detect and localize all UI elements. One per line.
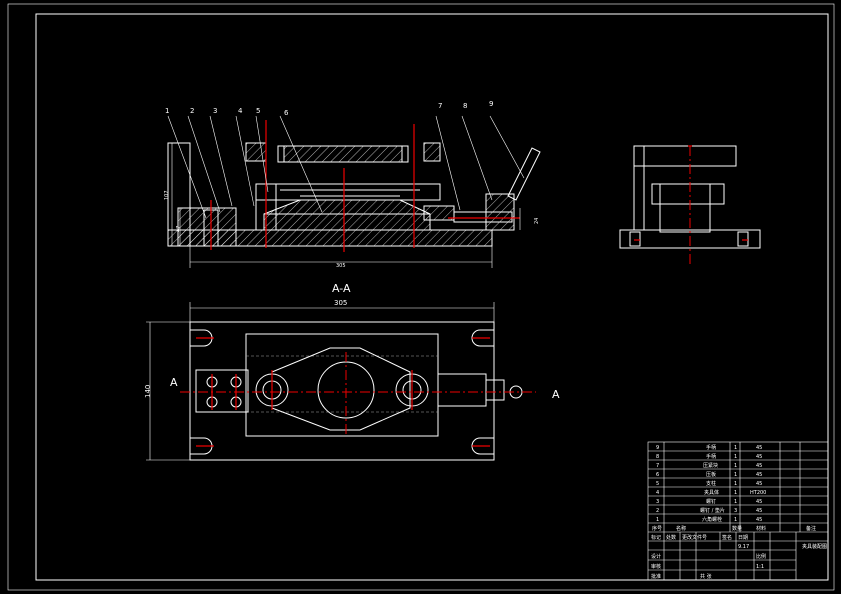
part-label: 5 — [256, 107, 260, 115]
svg-text:六角螺栓: 六角螺栓 — [702, 516, 722, 523]
section-marker-left: A — [170, 376, 178, 389]
dim-front-width: 305 — [336, 263, 346, 269]
section-marker-right: A — [552, 388, 560, 401]
inner-border — [35, 13, 829, 581]
svg-text:审核: 审核 — [651, 563, 661, 570]
bom-header: 序号 名称 数量 材料 备注 — [652, 525, 816, 532]
bom-row: 7 压紧块 1 45 — [656, 462, 762, 469]
svg-text:1: 1 — [656, 517, 659, 523]
front-section-view — [167, 115, 541, 268]
title-block-text: 标记 处数 更改文件号 签名 日期 9.17 设计 审核 批准 比例 1:1 共… — [651, 534, 827, 580]
svg-text:螺钉: 螺钉 — [706, 498, 716, 505]
bom-row: 5 支柱 1 45 — [656, 480, 762, 487]
bom-row: 9 手柄 1 45 — [656, 444, 762, 451]
svg-text:压紧块: 压紧块 — [703, 462, 718, 469]
svg-text:45: 45 — [756, 463, 762, 469]
svg-text:5: 5 — [656, 481, 659, 487]
svg-text:3: 3 — [734, 508, 737, 514]
dim-front-height: 107 — [164, 190, 170, 200]
outer-border — [7, 3, 835, 591]
part-label: 8 — [463, 102, 467, 110]
bom-row: 2 螺钉 / 垫片 3 45 — [656, 507, 762, 514]
svg-text:1: 1 — [734, 490, 737, 496]
svg-text:1: 1 — [734, 517, 737, 523]
svg-text:1:1: 1:1 — [756, 564, 764, 570]
svg-text:9: 9 — [656, 445, 659, 451]
svg-text:9.17: 9.17 — [738, 544, 749, 550]
part-label: 3 — [213, 107, 217, 115]
title-block — [647, 441, 829, 581]
part-label: 1 — [165, 107, 169, 115]
bom-row: 1 六角螺栓 1 45 — [656, 516, 762, 523]
part-label: 9 — [489, 100, 493, 108]
svg-text:1: 1 — [734, 481, 737, 487]
svg-text:45: 45 — [756, 517, 762, 523]
svg-text:HT200: HT200 — [750, 490, 766, 496]
bom-row: 6 压板 1 45 — [656, 471, 762, 478]
part-label: 6 — [284, 109, 289, 117]
svg-text:材料: 材料 — [756, 525, 766, 532]
svg-text:比例: 比例 — [756, 553, 766, 560]
dim-front-inner-height: 47 — [176, 226, 182, 232]
svg-text:批准: 批准 — [651, 573, 661, 580]
dim-top-height: 140 — [144, 385, 152, 398]
svg-text:1: 1 — [734, 454, 737, 460]
svg-text:1: 1 — [734, 463, 737, 469]
part-label: 4 — [238, 107, 243, 115]
dim-top-width: 305 — [334, 299, 347, 307]
svg-text:螺钉 / 垫片: 螺钉 / 垫片 — [700, 507, 725, 514]
svg-text:手柄: 手柄 — [706, 453, 716, 460]
svg-text:45: 45 — [756, 454, 762, 460]
bom-row: 3 螺钉 1 45 — [656, 498, 762, 505]
svg-text:支柱: 支柱 — [706, 480, 716, 487]
part-label: 2 — [190, 107, 194, 115]
bom-row: 8 手柄 1 45 — [656, 453, 762, 460]
part-label: 7 — [438, 102, 442, 110]
svg-text:夹具装配图: 夹具装配图 — [802, 543, 827, 550]
svg-text:手柄: 手柄 — [706, 444, 716, 451]
svg-text:处数: 处数 — [666, 534, 676, 541]
bom-row: 4 夹具体 1 HT200 — [656, 489, 766, 496]
svg-text:1: 1 — [734, 472, 737, 478]
svg-text:4: 4 — [656, 490, 659, 496]
svg-text:设计: 设计 — [651, 553, 661, 560]
dim-front-right-height: 24 — [534, 218, 540, 224]
svg-text:45: 45 — [756, 481, 762, 487]
svg-text:名称: 名称 — [676, 525, 686, 532]
svg-text:标记: 标记 — [651, 534, 661, 541]
svg-text:1: 1 — [734, 499, 737, 505]
svg-text:3: 3 — [656, 499, 659, 505]
svg-text:2: 2 — [656, 508, 659, 514]
svg-text:更改文件号: 更改文件号 — [682, 534, 707, 541]
svg-text:备注: 备注 — [806, 525, 816, 532]
svg-text:45: 45 — [756, 472, 762, 478]
svg-text:1: 1 — [734, 445, 737, 451]
side-view — [619, 145, 761, 264]
svg-text:共 张: 共 张 — [700, 573, 712, 580]
svg-text:日期: 日期 — [738, 535, 748, 541]
svg-text:夹具体: 夹具体 — [704, 489, 719, 496]
svg-text:7: 7 — [656, 463, 659, 469]
svg-text:序号: 序号 — [652, 525, 662, 532]
svg-text:签名: 签名 — [722, 534, 732, 541]
section-label: A-A — [332, 282, 351, 295]
top-view — [146, 302, 536, 461]
svg-text:45: 45 — [756, 445, 762, 451]
svg-text:45: 45 — [756, 499, 762, 505]
svg-text:数量: 数量 — [732, 525, 742, 532]
svg-text:45: 45 — [756, 508, 762, 514]
svg-text:6: 6 — [656, 472, 659, 478]
svg-text:压板: 压板 — [706, 471, 716, 478]
svg-text:8: 8 — [656, 454, 659, 460]
bom-table: 9 手柄 1 45 8 手柄 1 45 7 压紧块 1 45 6 压板 1 45… — [652, 444, 816, 532]
